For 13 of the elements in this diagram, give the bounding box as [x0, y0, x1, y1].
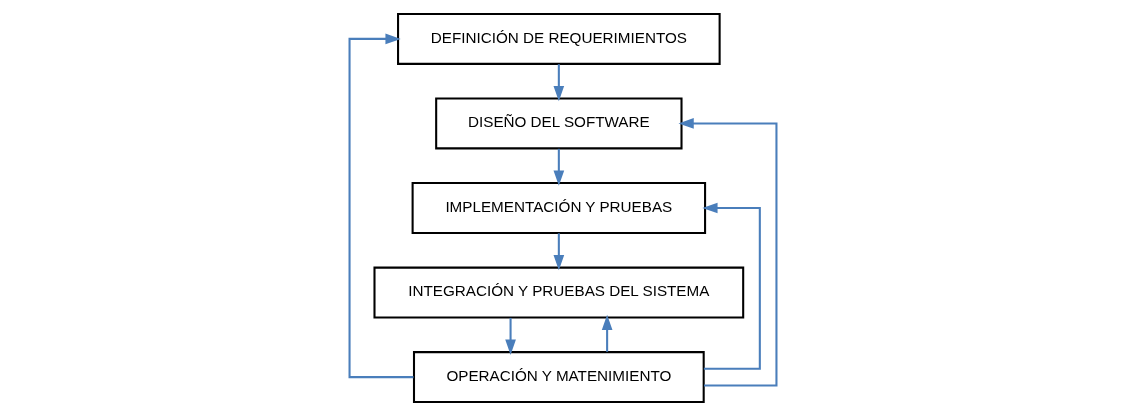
arrow	[348, 33, 414, 379]
node-box: OPERACIÓN Y MATENIMIENTO	[412, 351, 705, 404]
node-box: DEFINICIÓN DE REQUERIMIENTOS	[397, 12, 721, 65]
arrow	[553, 148, 565, 186]
node-box: DISEÑO DEL SOFTWARE	[435, 97, 683, 150]
arrow	[601, 314, 613, 352]
arrow	[505, 317, 516, 355]
arrow	[678, 118, 778, 387]
arrow	[702, 202, 761, 370]
node-box: IMPLEMENTACIÓN Y PRUEBAS	[411, 182, 707, 234]
arrow	[553, 233, 565, 271]
node-box: INTEGRACIÓN Y PRUEBAS DEL SISTEMA	[373, 266, 745, 319]
arrow	[553, 64, 565, 102]
